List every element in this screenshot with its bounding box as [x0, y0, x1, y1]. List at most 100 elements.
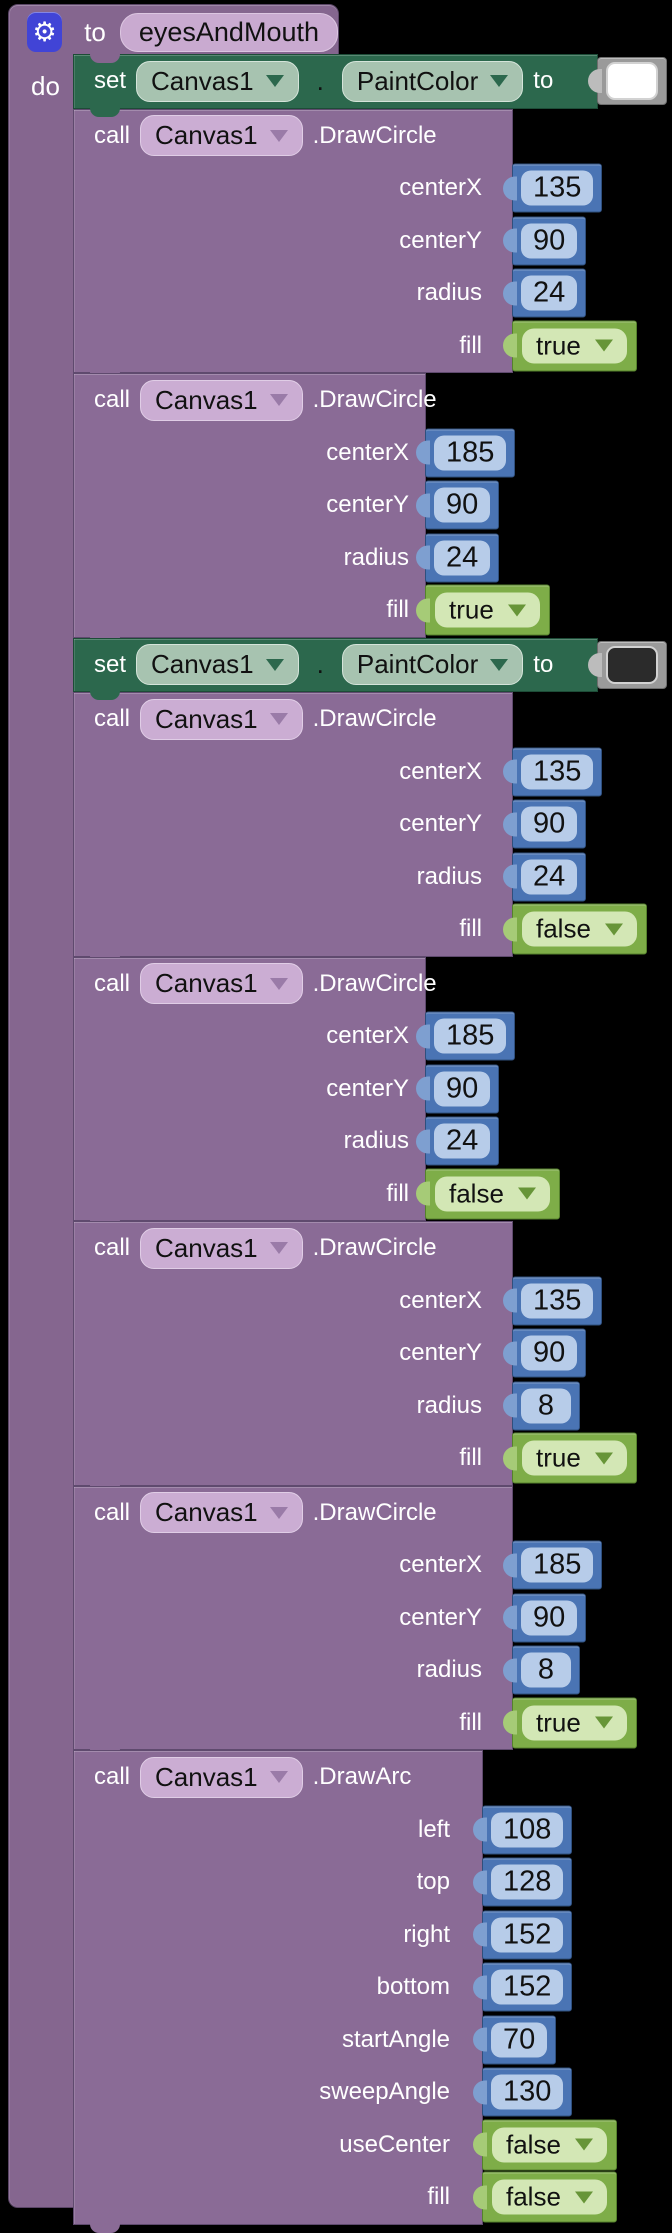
number-block[interactable]: 8	[512, 1381, 580, 1431]
number-block[interactable]: 185	[512, 1540, 603, 1590]
number-block[interactable]: 135	[512, 1276, 603, 1326]
number-block[interactable]: 24	[512, 852, 587, 902]
logic-dropdown[interactable]: true	[435, 592, 540, 628]
call-drawcircle-block[interactable]: call Canvas1 .DrawCircle centerX 135 cen…	[73, 1221, 637, 1493]
logic-block[interactable]: false	[482, 2171, 617, 2223]
logic-dropdown[interactable]: false	[492, 2179, 607, 2215]
set-paintcolor-block[interactable]: set Canvas1 . PaintColor to	[73, 637, 667, 700]
number-block[interactable]: 185	[425, 428, 516, 478]
call-drawcircle-block[interactable]: call Canvas1 .DrawCircle centerX 185 cen…	[73, 1485, 637, 1758]
component-dropdown-label: Canvas1	[151, 65, 254, 96]
call-drawcircle-block[interactable]: call Canvas1 .DrawCircle centerX 185 cen…	[73, 956, 560, 1229]
do-label: do	[31, 71, 60, 101]
logic-dropdown[interactable]: true	[522, 1440, 627, 1476]
number-block[interactable]: 135	[512, 747, 603, 797]
number-block[interactable]: 108	[482, 1805, 573, 1855]
logic-block[interactable]: true	[512, 1697, 637, 1749]
logic-dropdown[interactable]: false	[492, 2127, 607, 2163]
property-dropdown[interactable]: PaintColor	[341, 60, 524, 102]
number-block[interactable]: 128	[482, 1857, 573, 1907]
number-value[interactable]: 8	[521, 1388, 571, 1424]
number-value[interactable]: 90	[434, 487, 491, 523]
number-block[interactable]: 130	[482, 2067, 573, 2117]
procedure-name-field[interactable]: eyesAndMouth	[119, 12, 338, 52]
component-dropdown[interactable]: Canvas1	[140, 1227, 303, 1269]
logic-block[interactable]: true	[512, 1432, 637, 1484]
number-value[interactable]: 135	[521, 754, 594, 790]
number-value[interactable]: 90	[521, 1600, 578, 1636]
number-value[interactable]: 135	[521, 1283, 594, 1319]
number-block[interactable]: 24	[425, 533, 500, 583]
number-block[interactable]: 24	[425, 1116, 500, 1166]
number-block[interactable]: 90	[512, 799, 587, 849]
call-drawcircle-block[interactable]: call Canvas1 .DrawCircle centerX 185 cen…	[73, 373, 550, 645]
component-dropdown[interactable]: Canvas1	[140, 115, 303, 157]
number-value[interactable]: 24	[434, 540, 491, 576]
param-label-centerX: centerX	[326, 438, 409, 466]
logic-dropdown[interactable]: true	[522, 328, 627, 364]
number-block[interactable]: 135	[512, 163, 603, 213]
number-value[interactable]: 128	[491, 1864, 564, 1900]
logic-block[interactable]: false	[425, 1168, 560, 1220]
number-block[interactable]: 90	[425, 480, 500, 530]
component-dropdown[interactable]: Canvas1	[140, 698, 303, 740]
number-block[interactable]: 90	[512, 1328, 587, 1378]
component-dropdown[interactable]: Canvas1	[140, 1492, 303, 1534]
number-block[interactable]: 152	[482, 1910, 573, 1960]
number-value[interactable]: 24	[521, 859, 578, 895]
number-value[interactable]: 152	[491, 1969, 564, 2005]
number-block[interactable]: 90	[512, 216, 587, 266]
number-block[interactable]: 90	[512, 1593, 587, 1643]
number-value[interactable]: 185	[434, 435, 507, 471]
number-block[interactable]: 185	[425, 1011, 516, 1061]
number-value[interactable]: 135	[521, 170, 594, 206]
number-block[interactable]: 24	[512, 268, 587, 318]
call-drawcircle-block[interactable]: call Canvas1 .DrawCircle centerX 135 cen…	[73, 108, 637, 381]
number-value[interactable]: 185	[434, 1018, 507, 1054]
color-block[interactable]	[597, 640, 667, 689]
logic-block[interactable]: false	[482, 2119, 617, 2171]
number-value[interactable]: 24	[521, 275, 578, 311]
number-block[interactable]: 90	[425, 1064, 500, 1114]
number-value[interactable]: 70	[491, 2022, 548, 2058]
logic-block[interactable]: true	[512, 320, 637, 372]
component-dropdown[interactable]: Canvas1	[140, 1756, 303, 1798]
component-dropdown-label: Canvas1	[155, 1232, 258, 1263]
logic-dropdown[interactable]: true	[522, 1705, 627, 1741]
number-value[interactable]: 90	[434, 1071, 491, 1107]
param-label-startAngle: startAngle	[341, 2025, 450, 2053]
method-label: .DrawCircle	[312, 386, 437, 414]
param-label-radius: radius	[416, 1656, 482, 1684]
color-swatch[interactable]	[606, 62, 658, 101]
set-paintcolor-block[interactable]: set Canvas1 . PaintColor to	[73, 54, 667, 116]
number-block[interactable]: 152	[482, 1962, 573, 2012]
number-value[interactable]: 90	[521, 223, 578, 259]
logic-block[interactable]: false	[512, 903, 647, 955]
color-block[interactable]	[597, 57, 667, 106]
component-dropdown[interactable]: Canvas1	[136, 60, 299, 102]
component-dropdown[interactable]: Canvas1	[140, 963, 303, 1005]
param-label-centerY: centerY	[399, 1339, 482, 1367]
component-dropdown[interactable]: Canvas1	[136, 644, 299, 686]
color-swatch[interactable]	[606, 645, 658, 684]
number-value[interactable]: 24	[434, 1123, 491, 1159]
logic-dropdown[interactable]: false	[435, 1176, 550, 1212]
number-value[interactable]: 90	[521, 1335, 578, 1371]
number-value[interactable]: 108	[491, 1812, 564, 1848]
to-keyword: to	[533, 67, 554, 95]
component-dropdown[interactable]: Canvas1	[140, 379, 303, 421]
logic-dropdown[interactable]: false	[522, 911, 637, 947]
property-dropdown-label: PaintColor	[356, 649, 479, 680]
number-value[interactable]: 185	[521, 1547, 594, 1583]
gear-icon[interactable]: ⚙	[27, 12, 63, 52]
number-value[interactable]: 90	[521, 806, 578, 842]
number-block[interactable]: 70	[482, 2015, 557, 2065]
number-block[interactable]: 8	[512, 1645, 580, 1695]
number-value[interactable]: 130	[491, 2074, 564, 2110]
logic-block[interactable]: true	[425, 584, 550, 636]
call-drawarc-block[interactable]: call Canvas1 .DrawArc left 108 top 128 r…	[73, 1750, 617, 2232]
property-dropdown[interactable]: PaintColor	[341, 644, 524, 686]
number-value[interactable]: 152	[491, 1917, 564, 1953]
number-value[interactable]: 8	[521, 1652, 571, 1688]
call-drawcircle-block[interactable]: call Canvas1 .DrawCircle centerX 135 cen…	[73, 692, 647, 964]
